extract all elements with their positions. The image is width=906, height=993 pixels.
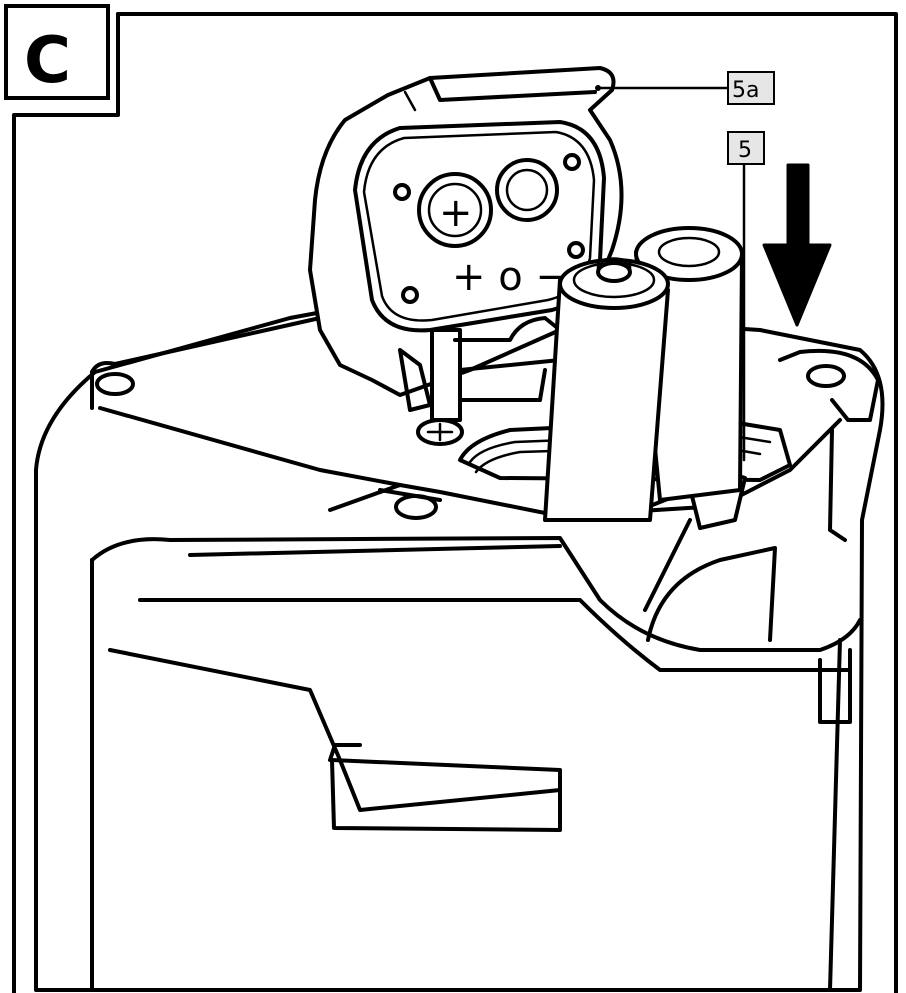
top-plate xyxy=(90,348,880,542)
screw-hole-left xyxy=(95,372,135,396)
plus-contact xyxy=(417,172,493,248)
polarity-markings: + o − xyxy=(452,254,569,300)
screw-hole-right xyxy=(806,364,846,388)
callout-5a-label: 5a xyxy=(732,78,759,103)
batteries xyxy=(543,226,744,522)
panel-letter-box xyxy=(4,4,110,100)
lid-rivet xyxy=(393,183,411,201)
panel-frame: C xyxy=(4,4,898,993)
callout-5: 5 xyxy=(727,131,765,462)
battery-lid: + + o − xyxy=(308,66,624,446)
battery-terminal xyxy=(596,261,632,283)
minus-contact xyxy=(495,158,559,222)
panel-letter: C xyxy=(24,24,71,98)
insert-arrow-down-icon xyxy=(762,163,832,327)
callout-5a: 5a xyxy=(595,71,775,105)
lid-rivet xyxy=(563,153,581,171)
callout-5a-box xyxy=(727,71,775,105)
callout-5-label: 5 xyxy=(738,138,752,163)
label-recess xyxy=(330,758,562,832)
plus-contact-sign: + xyxy=(439,190,473,236)
lid-rivet xyxy=(401,286,419,304)
callout-5-box xyxy=(727,131,765,165)
lid-rivet xyxy=(567,241,585,259)
battery-front xyxy=(543,278,670,522)
